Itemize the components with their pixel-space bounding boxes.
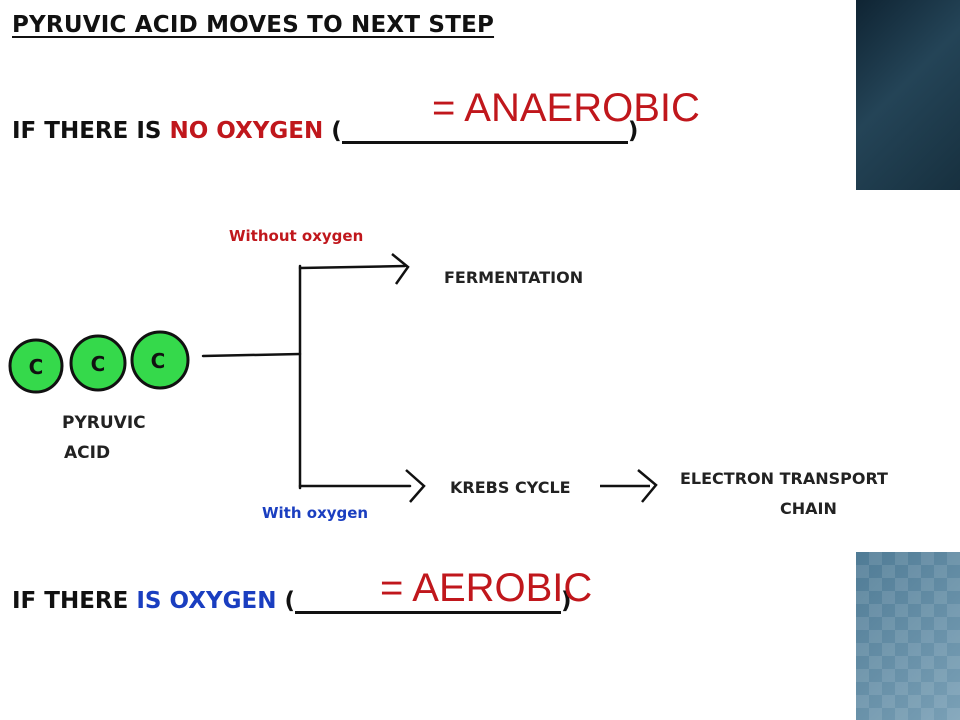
acid-label: ACID	[64, 443, 110, 463]
no-oxygen-line: IF THERE IS NO OXYGEN ()	[12, 118, 638, 144]
oxygen-blank	[294, 589, 561, 614]
arrowhead-fermentation-icon	[391, 253, 410, 285]
carbon-atom-2: C	[69, 334, 127, 392]
decorative-panel-bottom	[856, 552, 960, 720]
carbon-atom-1-label: C	[29, 355, 44, 379]
krebs-cycle-label: KREBS CYCLE	[450, 478, 571, 497]
no-oxygen-prefix: IF THERE IS	[12, 118, 170, 144]
no-oxygen-blank	[341, 119, 628, 144]
oxygen-highlight: IS OXYGEN	[136, 588, 277, 614]
no-oxygen-open-paren: (	[323, 118, 342, 144]
fermentation-label: FERMENTATION	[444, 268, 583, 287]
carbon-atom-1: C	[8, 338, 64, 394]
without-oxygen-label: Without oxygen	[229, 227, 363, 245]
with-oxygen-label: With oxygen	[262, 504, 368, 522]
no-oxygen-highlight: NO OXYGEN	[169, 118, 324, 144]
oxygen-open-paren: (	[276, 588, 295, 614]
anaerobic-answer: = ANAEROBIC	[432, 86, 700, 130]
carbon-atom-3-label: C	[151, 349, 166, 373]
slide-heading: PYRUVIC ACID MOVES TO NEXT STEP	[12, 12, 495, 38]
aerobic-answer: = AEROBIC	[380, 566, 593, 610]
oxygen-prefix: IF THERE	[12, 588, 137, 614]
decorative-panel-top	[856, 0, 960, 190]
carbon-atom-2-label: C	[91, 352, 106, 376]
pyruvic-label: PYRUVIC	[62, 413, 146, 433]
electron-transport-label: ELECTRON TRANSPORT	[680, 469, 888, 488]
oxygen-line: IF THERE IS OXYGEN ()	[12, 588, 572, 614]
chain-label: CHAIN	[780, 499, 837, 518]
carbon-atom-3: C	[130, 330, 190, 390]
arrowhead-krebs-icon	[405, 469, 426, 503]
arrowhead-etc-icon	[637, 469, 658, 503]
branch-connector	[201, 264, 412, 490]
no-oxygen-close-paren: )	[627, 118, 639, 144]
oxygen-close-paren: )	[560, 588, 572, 614]
